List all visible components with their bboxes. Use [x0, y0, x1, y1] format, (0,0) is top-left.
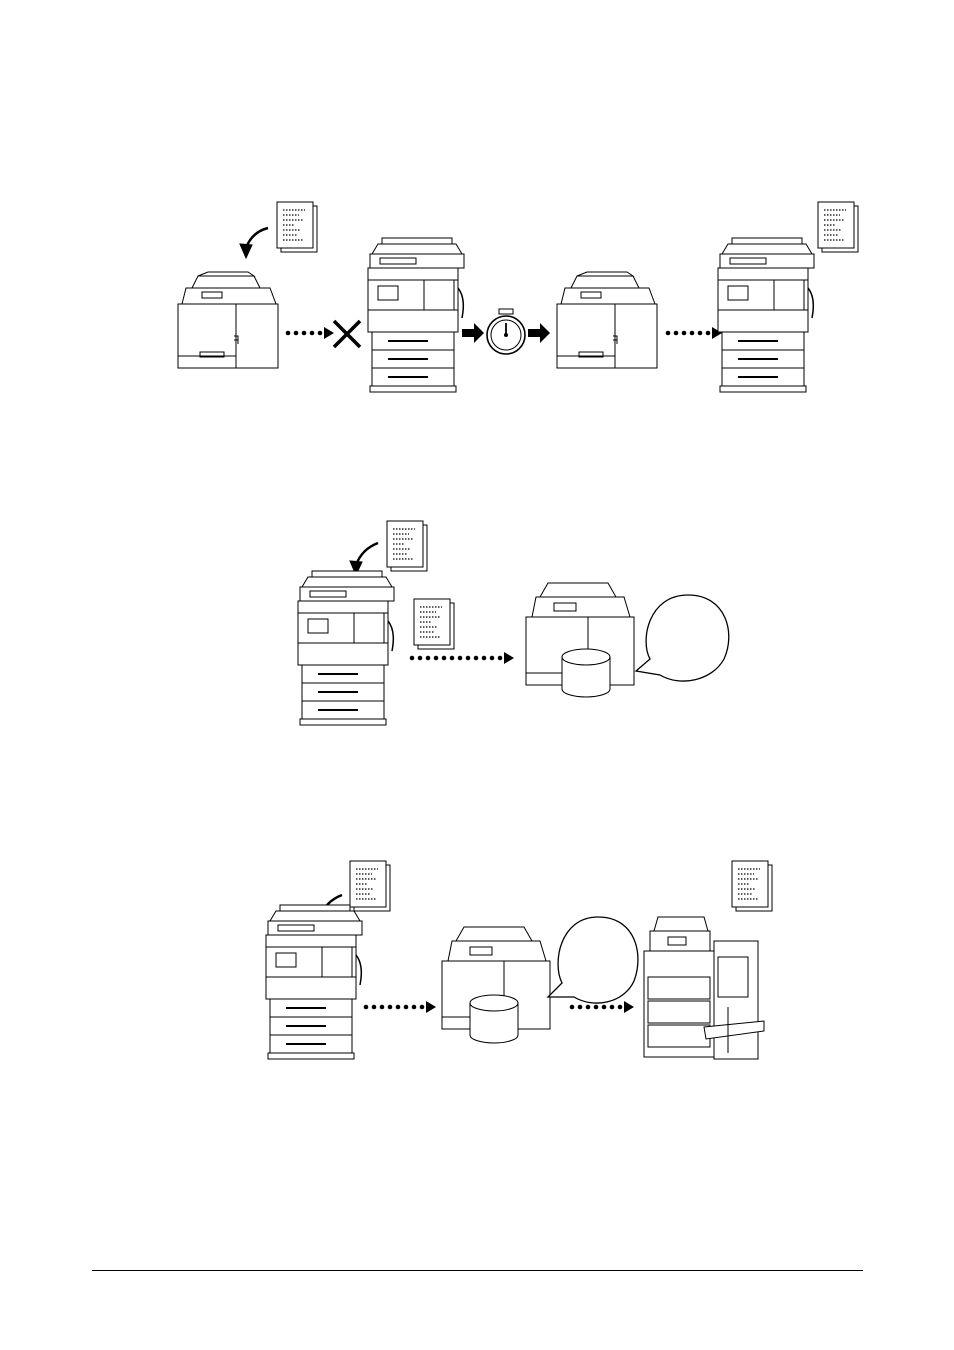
document-icon	[732, 861, 772, 911]
diagram-relay-print	[0, 855, 954, 1065]
hard-disk-icon	[562, 649, 610, 697]
document-icon	[387, 521, 427, 571]
document-icon	[818, 202, 858, 252]
finisher-mfp-icon	[644, 917, 764, 1059]
stopwatch-icon	[487, 309, 525, 354]
solid-arrow-icon	[528, 323, 550, 343]
footer-divider	[92, 1270, 863, 1271]
dotted-arrow-icon	[666, 327, 722, 339]
large-mfp-icon	[718, 238, 814, 392]
large-mfp-icon	[266, 905, 362, 1059]
document-icon	[414, 599, 454, 649]
diagram-store-in-box	[0, 515, 954, 720]
dotted-arrow-icon	[410, 652, 514, 664]
compact-color-mfp-icon	[178, 272, 278, 368]
compact-color-mfp-icon	[557, 272, 657, 368]
dotted-arrow-icon	[364, 1001, 436, 1013]
solid-arrow-icon	[462, 323, 484, 343]
document-icon	[277, 202, 317, 252]
document-icon	[350, 861, 390, 911]
diagram-retry-transmission	[0, 190, 954, 390]
speech-bubble-icon	[636, 595, 729, 681]
large-mfp-icon	[368, 238, 464, 392]
dotted-arrow-icon	[286, 327, 334, 339]
speech-bubble-icon	[548, 917, 638, 1003]
hard-disk-icon	[470, 995, 518, 1043]
x-mark-icon	[334, 321, 360, 347]
large-mfp-icon	[298, 571, 394, 725]
